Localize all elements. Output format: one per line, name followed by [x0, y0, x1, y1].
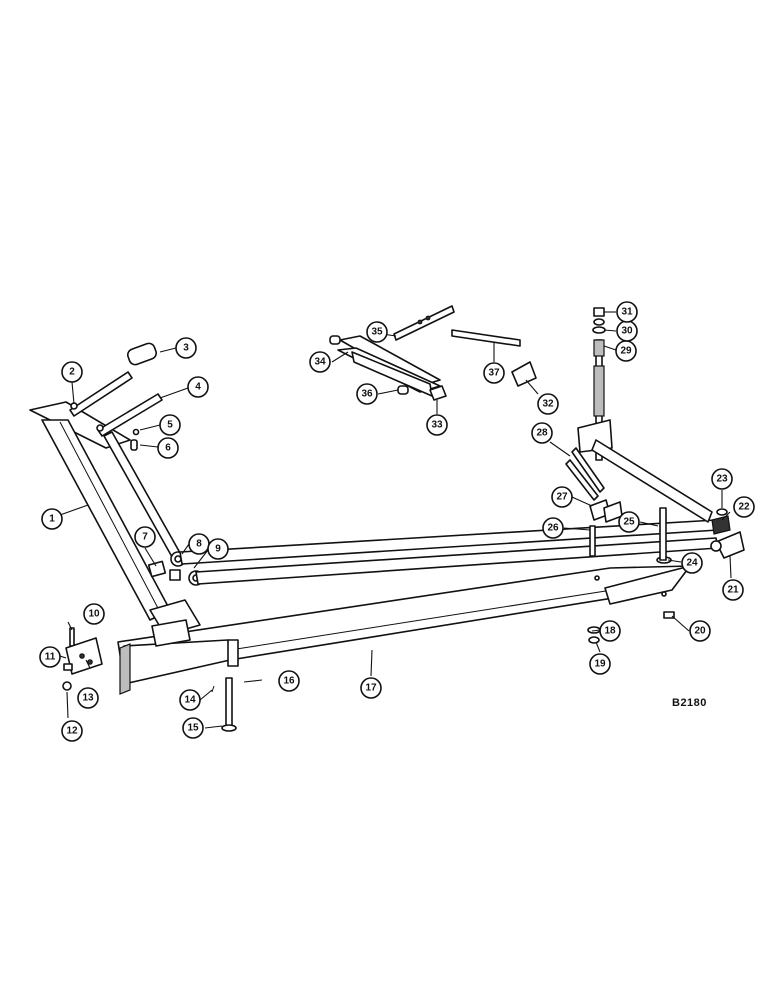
callout-28: 28: [531, 422, 553, 444]
svg-text:19: 19: [594, 659, 606, 670]
callout-25: 25: [618, 511, 640, 533]
svg-text:4: 4: [195, 382, 201, 393]
main-beam: [117, 565, 691, 695]
upper-rods: [69, 342, 163, 451]
callout-24: 24: [681, 552, 703, 574]
svg-text:11: 11: [45, 652, 56, 663]
svg-text:23: 23: [716, 474, 728, 485]
svg-text:30: 30: [621, 326, 633, 337]
svg-text:1: 1: [49, 514, 55, 525]
svg-text:32: 32: [542, 399, 554, 410]
callout-4: 4: [187, 376, 209, 398]
callout-36: 36: [356, 383, 378, 405]
callout-32: 32: [537, 393, 559, 415]
svg-text:31: 31: [621, 307, 633, 318]
svg-text:10: 10: [88, 609, 100, 620]
callout-22: 22: [733, 496, 755, 518]
callout-14: 14: [179, 689, 201, 711]
callout-30: 30: [616, 320, 638, 342]
link-clamps: [565, 447, 623, 523]
callout-7: 7: [134, 526, 156, 548]
svg-text:28: 28: [536, 428, 548, 439]
svg-text:21: 21: [727, 585, 739, 596]
callout-31: 31: [616, 301, 638, 323]
svg-text:35: 35: [371, 327, 383, 338]
callout-11: 11: [39, 646, 61, 668]
svg-text:2: 2: [69, 367, 75, 378]
callout-33: 33: [426, 414, 448, 436]
svg-text:5: 5: [167, 420, 173, 431]
svg-text:22: 22: [738, 502, 750, 513]
callout-17: 17: [360, 677, 382, 699]
svg-text:17: 17: [365, 683, 377, 694]
svg-text:26: 26: [547, 523, 559, 534]
vertical-adjuster: [577, 307, 713, 523]
callout-34: 34: [309, 351, 331, 373]
svg-text:13: 13: [82, 693, 94, 704]
callout-20: 20: [689, 620, 711, 642]
callout-13: 13: [77, 687, 99, 709]
callout-8: 8: [188, 533, 210, 555]
callout-23: 23: [711, 468, 733, 490]
plate-assembly: [329, 305, 537, 401]
callout-3: 3: [175, 337, 197, 359]
pin-clip: [211, 677, 263, 732]
callout-26: 26: [542, 517, 564, 539]
svg-text:37: 37: [488, 368, 500, 379]
callout-19: 19: [589, 653, 611, 675]
callout-5: 5: [159, 414, 181, 436]
svg-text:24: 24: [686, 558, 698, 569]
drawing-code: B2180: [672, 697, 707, 709]
callout-10: 10: [83, 603, 105, 625]
svg-text:14: 14: [184, 695, 196, 706]
callout-2: 2: [61, 361, 83, 383]
diagonal-link: [103, 431, 204, 586]
callout-15: 15: [182, 717, 204, 739]
svg-text:16: 16: [283, 676, 295, 687]
callout-12: 12: [61, 720, 83, 742]
svg-text:29: 29: [620, 346, 632, 357]
callout-21: 21: [722, 579, 744, 601]
callout-35: 35: [366, 321, 388, 343]
svg-text:25: 25: [623, 517, 635, 528]
callout-27: 27: [551, 486, 573, 508]
svg-text:34: 34: [314, 357, 326, 368]
callout-16: 16: [278, 670, 300, 692]
svg-text:12: 12: [66, 726, 78, 737]
svg-text:3: 3: [183, 343, 189, 354]
left-bracket: [62, 627, 103, 691]
svg-text:9: 9: [215, 544, 221, 555]
callout-9: 9: [207, 538, 229, 560]
callout-18: 18: [599, 620, 621, 642]
callout-6: 6: [157, 437, 179, 459]
svg-text:18: 18: [604, 626, 616, 637]
svg-text:20: 20: [694, 626, 706, 637]
leader-lines: [59, 311, 732, 729]
callout-1: 1: [41, 508, 63, 530]
callout-37: 37: [483, 362, 505, 384]
svg-text:27: 27: [556, 492, 568, 503]
callout-29: 29: [615, 340, 637, 362]
svg-text:36: 36: [361, 389, 373, 400]
svg-text:7: 7: [142, 532, 148, 543]
svg-text:8: 8: [196, 539, 202, 550]
svg-text:15: 15: [187, 723, 199, 734]
svg-text:6: 6: [165, 443, 171, 454]
svg-text:33: 33: [431, 420, 443, 431]
